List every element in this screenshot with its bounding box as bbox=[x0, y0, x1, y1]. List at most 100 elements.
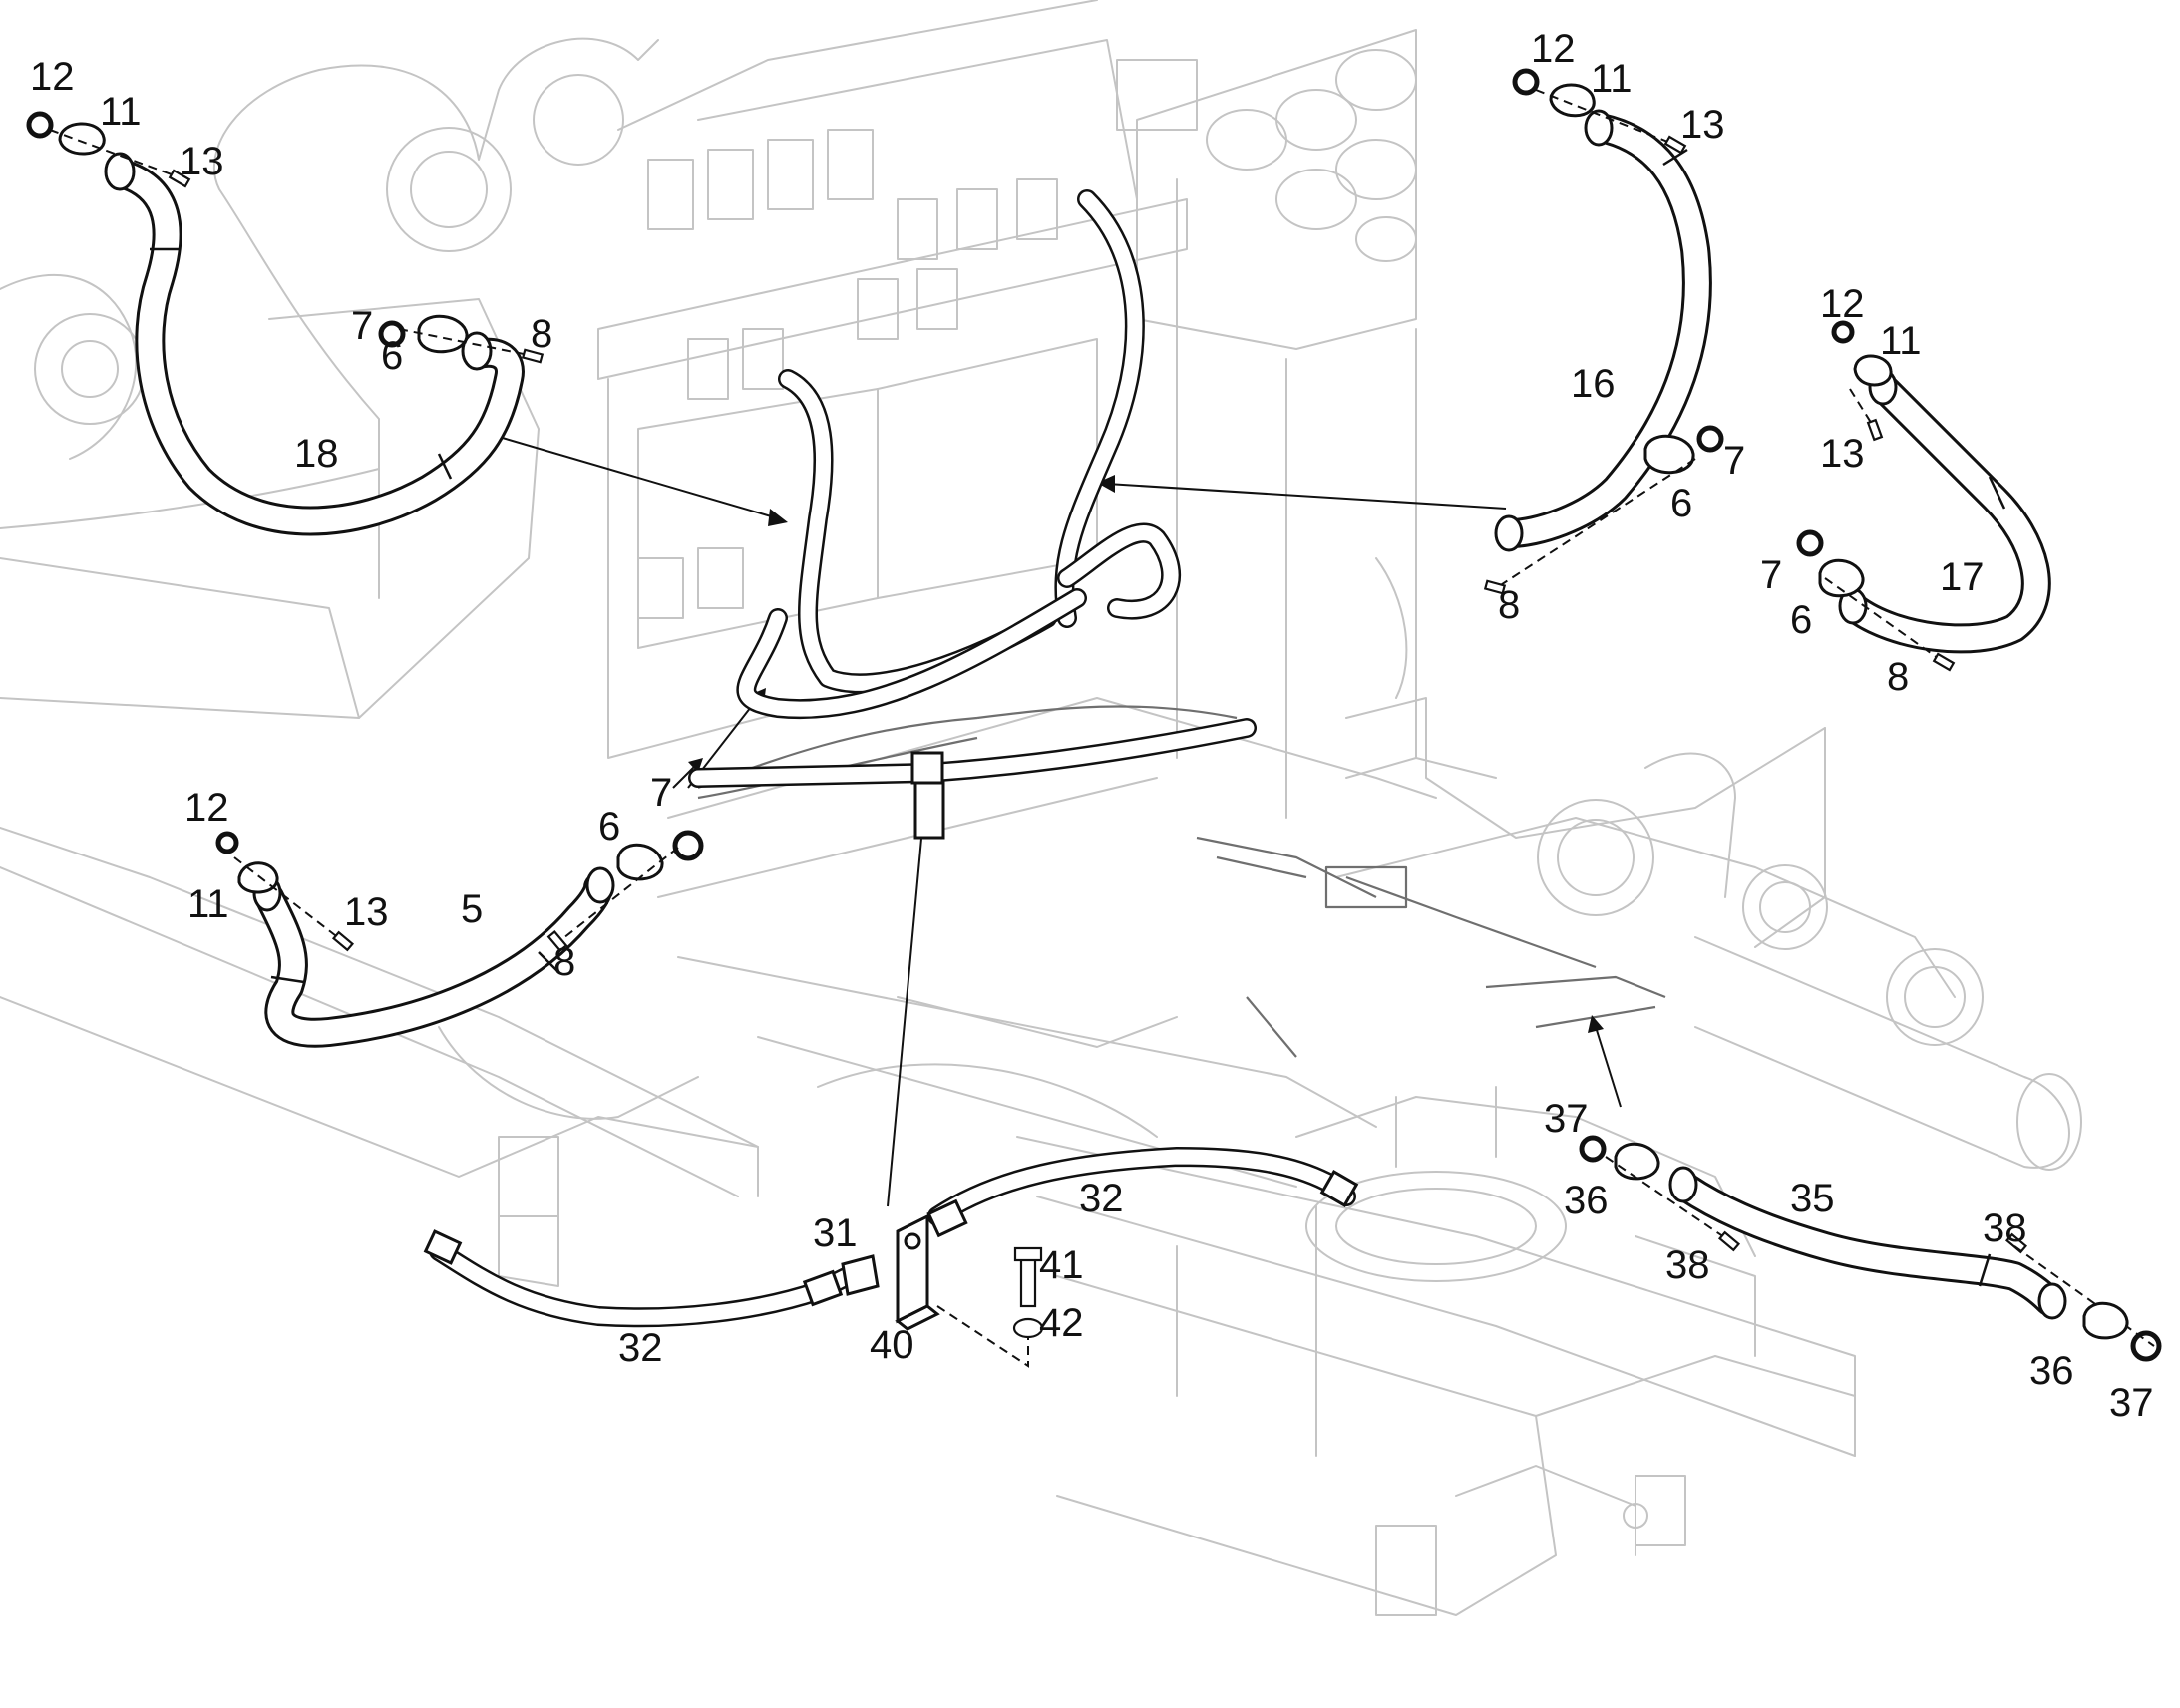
screw-13b bbox=[1663, 135, 1687, 155]
hose-5-fitting-right bbox=[585, 866, 615, 904]
hose-35-fitting-left bbox=[1668, 1166, 1698, 1203]
hose-5-assembly bbox=[252, 866, 615, 1048]
fitting-31 bbox=[841, 1254, 880, 1296]
snap-ring-37b bbox=[2130, 1330, 2162, 1362]
clamp-6b bbox=[1643, 434, 1695, 475]
callout-6b: 6 bbox=[1670, 482, 1692, 525]
snap-ring-37a bbox=[1579, 1135, 1607, 1163]
leader-40 bbox=[887, 827, 923, 1207]
snap-ring-12d bbox=[215, 831, 239, 854]
callout-12c: 12 bbox=[1820, 282, 1865, 326]
hose-18-fitting-top bbox=[104, 152, 136, 191]
callout-13c: 13 bbox=[1820, 432, 1865, 476]
callout-17: 17 bbox=[1940, 555, 1985, 599]
installed-bracket bbox=[913, 781, 945, 840]
callout-7d: 7 bbox=[650, 771, 672, 815]
screw-8a bbox=[521, 348, 545, 364]
screw-8b bbox=[1483, 579, 1507, 595]
arrowhead-18 bbox=[768, 509, 788, 526]
leader-37 bbox=[1595, 1026, 1622, 1108]
snap-ring-7a bbox=[378, 320, 406, 348]
installed-hoses bbox=[688, 189, 1257, 840]
hose-35-assembly bbox=[1668, 1166, 2067, 1320]
hose-17-assembly bbox=[1838, 368, 2051, 654]
snap-ring-7c bbox=[1796, 529, 1824, 557]
hose-18-fitting-side bbox=[461, 331, 493, 371]
callout-8c: 8 bbox=[1887, 655, 1909, 699]
machine-frame-background bbox=[0, 0, 2082, 1616]
callout-6d: 6 bbox=[598, 805, 620, 849]
hose-32-right-end bbox=[1319, 1170, 1359, 1207]
callout-37b: 37 bbox=[2109, 1381, 2154, 1425]
leader-16 bbox=[1106, 483, 1507, 510]
exploded-parts bbox=[26, 68, 2162, 1368]
callout-8a: 8 bbox=[531, 312, 552, 356]
screw-13c bbox=[1866, 418, 1884, 442]
callout-8b: 8 bbox=[1498, 583, 1520, 627]
callout-36b: 36 bbox=[2029, 1349, 2074, 1393]
screw-8c bbox=[1932, 652, 1956, 672]
callout-32a: 32 bbox=[1079, 1177, 1124, 1220]
hose-32-assemblies bbox=[423, 1147, 1359, 1328]
callout-16: 16 bbox=[1571, 362, 1616, 406]
hose-32-left-fitting bbox=[802, 1269, 844, 1307]
callout-11a: 11 bbox=[100, 90, 142, 134]
callout-40: 40 bbox=[870, 1323, 914, 1367]
callout-7c: 7 bbox=[1760, 553, 1782, 597]
clamp-6a bbox=[417, 314, 469, 354]
clamp-36b bbox=[2082, 1301, 2129, 1340]
leader-arrows bbox=[488, 433, 1622, 1207]
callout-37a: 37 bbox=[1544, 1097, 1589, 1141]
snap-ring-7b bbox=[1696, 425, 1724, 453]
hose-16-assembly bbox=[1494, 109, 1712, 552]
snap-ring-12a bbox=[26, 111, 54, 139]
clamp-6d bbox=[616, 843, 664, 881]
callout-12b: 12 bbox=[1531, 27, 1576, 71]
hose-32-left-end bbox=[423, 1229, 463, 1265]
snap-ring-7d bbox=[672, 830, 704, 861]
callout-41: 41 bbox=[1039, 1243, 1084, 1287]
callout-12d: 12 bbox=[184, 786, 229, 830]
callout-38a: 38 bbox=[1665, 1243, 1710, 1287]
arrowhead-16 bbox=[1097, 475, 1115, 493]
callout-7b: 7 bbox=[1723, 439, 1745, 483]
hose-32-right-fitting bbox=[926, 1198, 968, 1238]
hose-16-fitting-top bbox=[1584, 109, 1614, 147]
callout-38b: 38 bbox=[1983, 1206, 2027, 1250]
callout-35: 35 bbox=[1790, 1177, 1835, 1220]
screw-13a bbox=[168, 169, 191, 188]
callout-18: 18 bbox=[294, 432, 339, 476]
clamp-11b bbox=[1549, 83, 1596, 118]
callout-11b: 11 bbox=[1591, 57, 1633, 101]
clamp-11a bbox=[58, 122, 106, 156]
callout-8d: 8 bbox=[553, 940, 575, 984]
callout-11d: 11 bbox=[187, 882, 229, 926]
callout-12a: 12 bbox=[30, 55, 75, 99]
clamp-11d bbox=[237, 861, 279, 894]
callout-36a: 36 bbox=[1564, 1179, 1609, 1222]
hose-16-fitting-bottom bbox=[1494, 514, 1524, 552]
leader-18 bbox=[488, 433, 779, 519]
clamp-36a bbox=[1614, 1142, 1660, 1181]
clamp-11c bbox=[1853, 354, 1893, 387]
clamp-6c bbox=[1818, 558, 1865, 598]
callout-31: 31 bbox=[813, 1211, 858, 1255]
callout-6a: 6 bbox=[381, 334, 403, 378]
callout-42: 42 bbox=[1039, 1301, 1084, 1345]
callout-32b: 32 bbox=[618, 1326, 663, 1370]
bracket-40 bbox=[896, 1213, 929, 1324]
callout-7a: 7 bbox=[351, 304, 373, 348]
callout-13a: 13 bbox=[180, 140, 224, 183]
callout-6c: 6 bbox=[1790, 598, 1812, 642]
callout-5: 5 bbox=[461, 887, 483, 931]
washer-42 bbox=[1012, 1317, 1044, 1339]
snap-ring-12b bbox=[1512, 68, 1540, 96]
wiring-harness-background bbox=[697, 705, 1666, 1058]
callout-13b: 13 bbox=[1680, 103, 1725, 147]
screw-13d bbox=[331, 930, 355, 952]
arrowhead-37 bbox=[1588, 1015, 1604, 1033]
callouts: 12 11 13 7 6 8 18 12 11 13 16 7 6 8 12 1… bbox=[30, 27, 2154, 1425]
screw-38b bbox=[2004, 1232, 2028, 1254]
installed-clamp bbox=[910, 751, 944, 785]
